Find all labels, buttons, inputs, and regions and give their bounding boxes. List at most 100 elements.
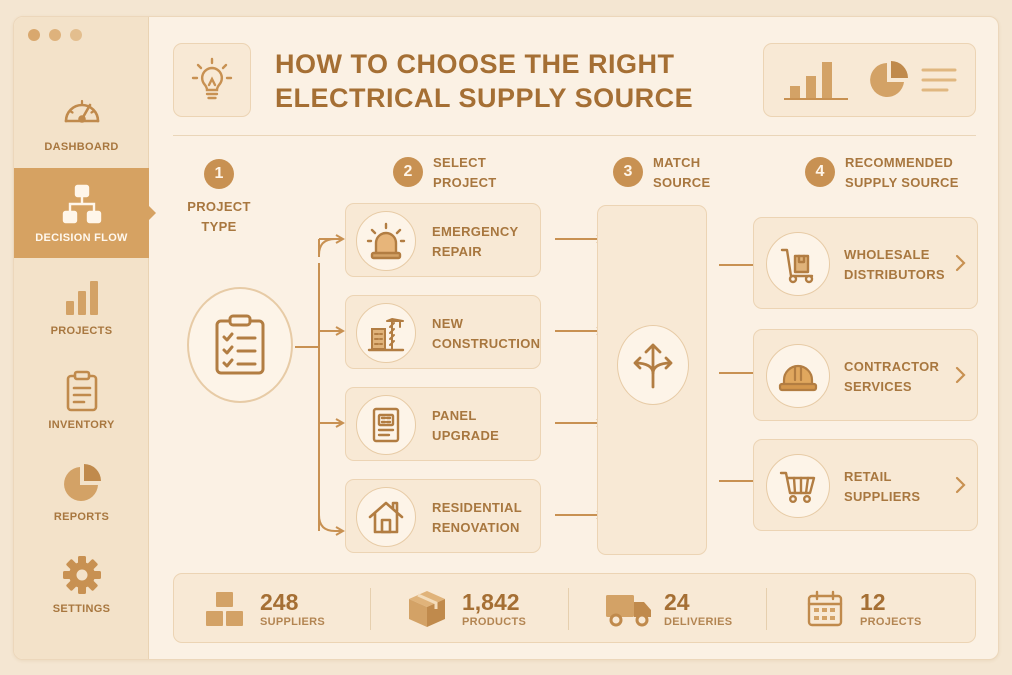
project-option-label: RESIDENTIAL RENOVATION — [432, 500, 522, 535]
main-content: HOW TO CHOOSE THE RIGHT ELECTRICAL SUPPL… — [149, 17, 999, 660]
pie-chart-icon — [868, 59, 910, 101]
sidebar-item-label: DECISION FLOW — [35, 232, 128, 244]
project-icon-circle — [356, 487, 416, 547]
supplier-option-contractor-services[interactable]: CONTRACTOR SERVICES — [753, 329, 978, 421]
siren-icon — [366, 221, 406, 261]
project-icon-circle — [356, 303, 416, 363]
match-source-node — [617, 325, 689, 405]
project-icon-circle — [356, 211, 416, 271]
hand-truck-icon — [778, 244, 818, 284]
stat-divider — [370, 588, 371, 630]
stat-label: SUPPLIERS — [260, 616, 326, 628]
chevron-right-icon — [953, 365, 967, 385]
list-lines-icon — [920, 64, 958, 96]
sidebar-item-label: REPORTS — [53, 511, 110, 523]
step-select-project: 2 SELECT PROJECT — [393, 155, 497, 193]
stat-divider — [568, 588, 569, 630]
project-option-emergency-repair[interactable]: EMERGENCY REPAIR — [345, 203, 541, 277]
stat-label: DELIVERIES — [664, 616, 733, 628]
project-option-label: PANEL UPGRADE — [432, 408, 500, 443]
title-icon-tile — [173, 43, 251, 117]
app-window: DASHBOARD DECISION FLOW P — [13, 16, 999, 660]
step-recommended-source: 4 RECOMMENDED SUPPLY SOURCE — [805, 155, 959, 193]
project-option-panel-upgrade[interactable]: PANEL UPGRADE — [345, 387, 541, 461]
step-number: 1 — [204, 159, 234, 189]
chevron-right-icon — [953, 475, 967, 495]
stat-projects: 12 PROJECTS — [800, 574, 922, 644]
pie-chart-icon — [60, 461, 104, 505]
project-option-new-construction[interactable]: NEW CONSTRUCTION — [345, 295, 541, 369]
step-label: MATCH SOURCE — [653, 155, 711, 190]
stat-label: PROJECTS — [860, 616, 922, 628]
stat-value: 1,842 — [462, 589, 520, 615]
step-label: PROJECT TYPE — [187, 199, 251, 234]
step-project-type: 1 PROJECT TYPE — [185, 159, 253, 237]
supplier-option-label: CONTRACTOR SERVICES — [844, 359, 940, 394]
sidebar-item-decision-flow[interactable]: DECISION FLOW — [14, 168, 156, 258]
bar-chart-icon — [782, 58, 850, 102]
step-number: 4 — [805, 157, 835, 187]
sidebar-item-reports[interactable]: REPORTS — [14, 447, 149, 537]
stat-divider — [766, 588, 767, 630]
hard-hat-icon — [776, 356, 820, 396]
window-close-button[interactable] — [28, 29, 40, 41]
header-divider — [173, 135, 976, 136]
sidebar-item-label: PROJECTS — [50, 325, 113, 337]
checklist-clipboard-icon — [211, 313, 269, 377]
project-option-label: EMERGENCY REPAIR — [432, 224, 519, 259]
house-icon — [366, 497, 406, 537]
window-controls — [28, 29, 82, 41]
truck-icon — [604, 587, 654, 631]
step-number: 3 — [613, 157, 643, 187]
bar-chart-icon — [60, 275, 104, 319]
sidebar-item-label: INVENTORY — [48, 419, 115, 431]
stat-value: 12 — [860, 589, 886, 615]
gauge-icon — [60, 91, 104, 135]
flowchart-icon — [60, 182, 104, 226]
project-option-label: NEW CONSTRUCTION — [432, 316, 541, 351]
stat-value: 248 — [260, 589, 299, 615]
supplier-option-wholesale-distributors[interactable]: WHOLESALE DISTRIBUTORS — [753, 217, 978, 309]
clipboard-icon — [60, 369, 104, 413]
window-minimize-button[interactable] — [49, 29, 61, 41]
gear-icon — [60, 553, 104, 597]
supplier-option-retail-suppliers[interactable]: RETAIL SUPPLIERS — [753, 439, 978, 531]
sidebar-item-projects[interactable]: PROJECTS — [14, 261, 149, 351]
shopping-cart-icon — [778, 466, 818, 506]
package-icon — [402, 587, 452, 631]
supplier-icon-circle — [766, 344, 830, 408]
sidebar-item-label: SETTINGS — [52, 603, 111, 615]
sidebar-item-dashboard[interactable]: DASHBOARD — [14, 77, 149, 167]
sidebar-item-inventory[interactable]: INVENTORY — [14, 355, 149, 445]
project-type-node — [187, 287, 293, 403]
sidebar: DASHBOARD DECISION FLOW P — [14, 17, 156, 659]
supplier-option-label: RETAIL SUPPLIERS — [844, 469, 921, 504]
supplier-icon-circle — [766, 454, 830, 518]
page-title: HOW TO CHOOSE THE RIGHT ELECTRICAL SUPPL… — [275, 49, 694, 113]
stat-deliveries: 24 DELIVERIES — [604, 574, 732, 644]
stat-suppliers: 248 SUPPLIERS — [200, 574, 325, 644]
step-match-source: 3 MATCH SOURCE — [613, 155, 710, 193]
electrical-panel-icon — [366, 405, 406, 445]
lightbulb-icon — [187, 55, 237, 105]
step-label: SELECT PROJECT — [433, 155, 497, 190]
stat-label: PRODUCTS — [462, 616, 527, 628]
stat-products: 1,842 PRODUCTS — [402, 574, 526, 644]
project-option-residential-renovation[interactable]: RESIDENTIAL RENOVATION — [345, 479, 541, 553]
step-label: RECOMMENDED SUPPLY SOURCE — [845, 155, 959, 190]
sidebar-item-settings[interactable]: SETTINGS — [14, 539, 149, 629]
boxes-icon — [200, 587, 250, 631]
sidebar-item-label: DASHBOARD — [44, 141, 119, 153]
window-maximize-button[interactable] — [70, 29, 82, 41]
supplier-option-label: WHOLESALE DISTRIBUTORS — [844, 247, 945, 282]
chevron-right-icon — [953, 253, 967, 273]
supplier-icon-circle — [766, 232, 830, 296]
crane-icon — [366, 313, 406, 353]
stats-bar: 248 SUPPLIERS 1,842 PRODUCTS — [173, 573, 976, 643]
project-icon-circle — [356, 395, 416, 455]
flow-connectors — [295, 17, 999, 660]
split-arrows-icon — [627, 339, 679, 391]
summary-chart-tile — [763, 43, 976, 117]
step-number: 2 — [393, 157, 423, 187]
calendar-icon — [800, 587, 850, 631]
